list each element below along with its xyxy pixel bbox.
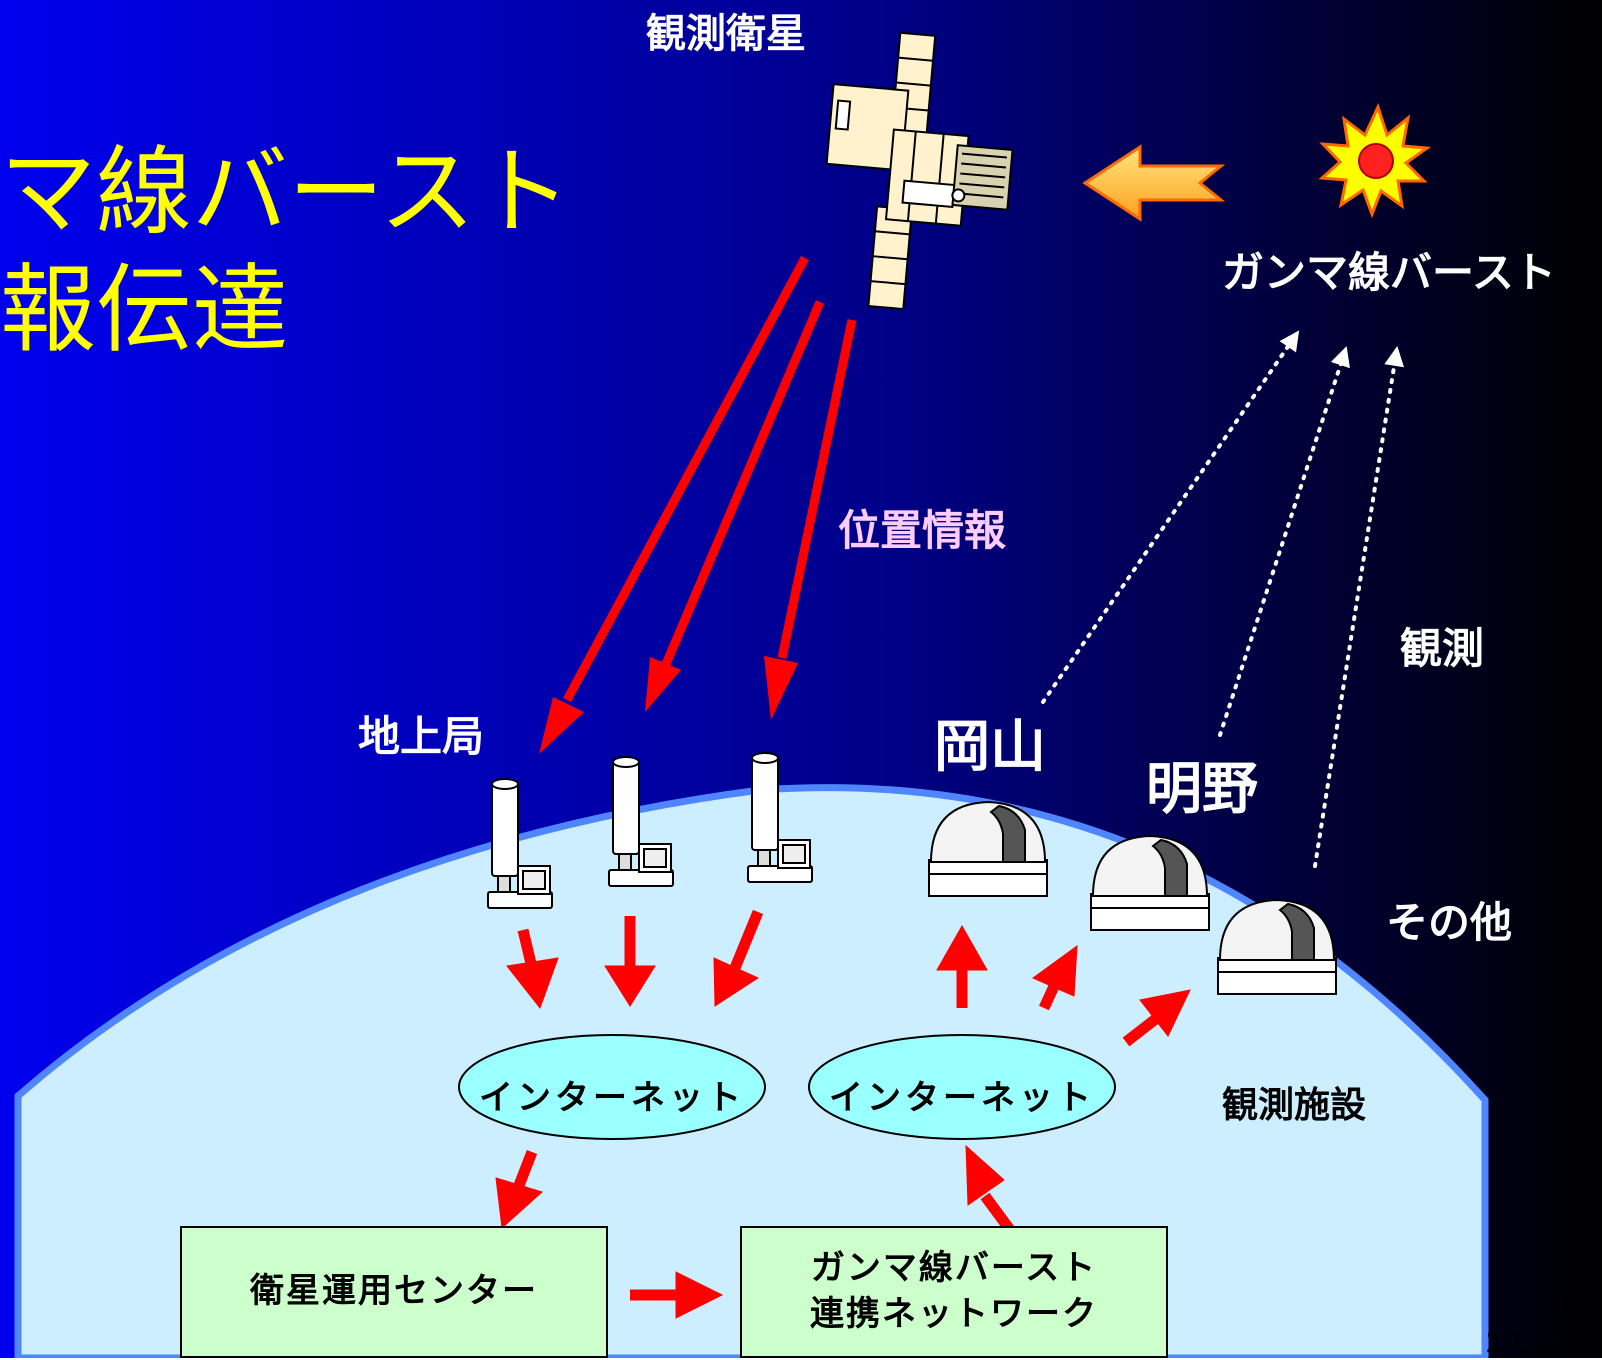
station-to-internet-arrows xyxy=(506,909,764,1010)
ground-station-antenna-2 xyxy=(608,756,674,887)
internet-right-ellipse xyxy=(808,1034,1116,1140)
observation-label: 観測 xyxy=(1400,624,1485,673)
position-info-label: 位置情報 xyxy=(838,506,1007,555)
okayama-label: 岡山 xyxy=(934,715,1046,780)
internet-left-label: インターネット xyxy=(479,1078,745,1118)
slide-title-line2: 報伝達 xyxy=(0,254,288,366)
slide-title-line1: マ線バースト xyxy=(0,136,572,248)
okayama-dome-icon xyxy=(928,800,1048,897)
burst-to-satellite-arrow xyxy=(1082,144,1226,222)
ground-station-antenna-3 xyxy=(747,752,813,883)
observation-arrows xyxy=(1041,330,1405,868)
akeno-label: 明野 xyxy=(1146,757,1258,822)
ground-station-antenna-1 xyxy=(487,778,553,909)
others-label: その他 xyxy=(1386,898,1513,947)
internet-right-label: インターネット xyxy=(829,1078,1095,1118)
ops-center-label: 衛星運用センター xyxy=(250,1271,538,1312)
ground-station-label: 地上局 xyxy=(358,712,485,761)
grb-network-label-line1: ガンマ線バースト xyxy=(810,1248,1098,1289)
internet-to-observatory-arrows xyxy=(936,924,1191,1047)
satellite-icon xyxy=(825,31,1014,311)
burst-icon xyxy=(1318,102,1432,219)
downlink-arrow-3-head xyxy=(764,656,798,720)
satellite-label: 観測衛星 xyxy=(646,11,806,57)
ops-to-network-arrow xyxy=(630,1271,724,1319)
page-number: 13 xyxy=(1538,1288,1572,1321)
ops-center-box: 衛星運用センター xyxy=(180,1226,608,1358)
internet-left-ellipse xyxy=(458,1034,766,1140)
grb-network-box: ガンマ線バースト 連携ネットワーク xyxy=(740,1226,1168,1358)
internet-to-ops-arrow xyxy=(495,1150,543,1230)
grb-label: ガンマ線バースト xyxy=(1222,248,1556,297)
akeno-dome-icon xyxy=(1090,834,1210,931)
downlink-arrows xyxy=(539,255,857,754)
other-dome-icon xyxy=(1217,898,1337,995)
facility-label: 観測施設 xyxy=(1222,1085,1367,1126)
page-date: 2/12/2 xyxy=(1486,1326,1563,1359)
grb-network-label-line2: 連携ネットワーク xyxy=(810,1294,1098,1334)
downlink-arrow-2-head xyxy=(645,657,681,712)
downlink-arrow-1-head xyxy=(539,697,584,754)
